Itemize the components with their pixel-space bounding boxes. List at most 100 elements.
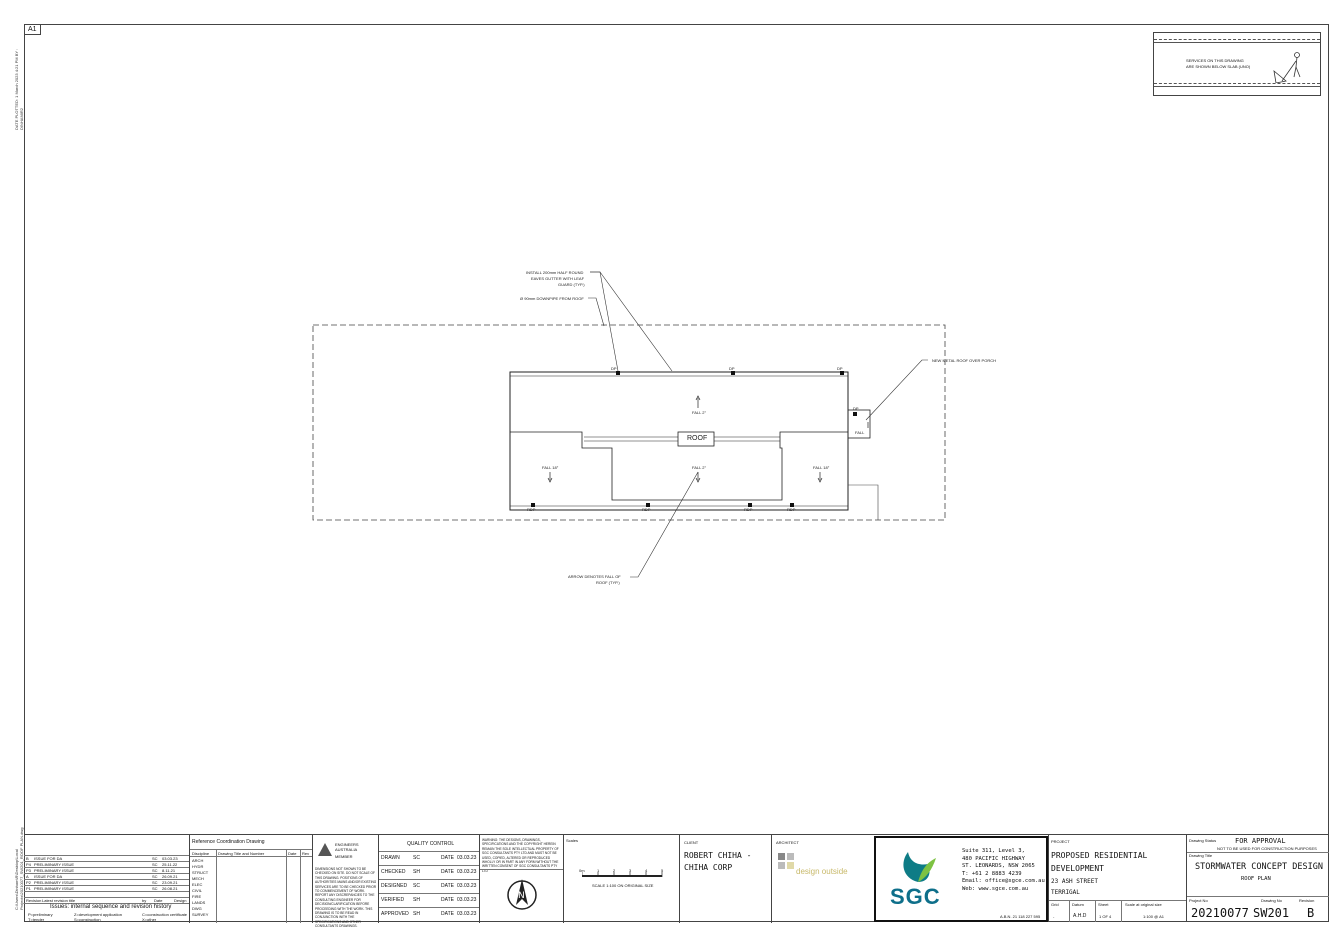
project-label: PROJECT bbox=[1051, 839, 1070, 844]
engineers-australia-logo-icon bbox=[318, 843, 332, 856]
fall-mid: FALL 2° bbox=[692, 465, 707, 470]
qc-role: CHECKED bbox=[381, 869, 406, 875]
sgc-address-line: 480 PACIFIC HIGHWAY bbox=[962, 855, 1025, 862]
rev-caption: Issues: internal sequence and revision h… bbox=[50, 904, 172, 910]
ref-discipline: ARCH bbox=[192, 858, 204, 863]
porch-roof bbox=[847, 409, 871, 439]
rdp-label: RDP bbox=[787, 507, 796, 512]
rev-date: 26.09.21 bbox=[162, 874, 178, 879]
downpipe-marker bbox=[616, 371, 620, 375]
qc-date-label: DATE bbox=[441, 883, 454, 889]
qc-date: 03.03.23 bbox=[457, 869, 477, 875]
rdp-label: RDP bbox=[744, 507, 753, 512]
qc-who: SH bbox=[413, 869, 420, 875]
ea-disclaimer: DIMENSIONS NOT SHOWN TO BE CHECKED ON SI… bbox=[315, 867, 377, 929]
qc-date-label: DATE bbox=[441, 897, 454, 903]
rev-key: X=other bbox=[142, 917, 157, 922]
rev-id: B bbox=[26, 856, 29, 861]
reference-table: Reference Coordination Drawing Disciplin… bbox=[189, 835, 312, 923]
qc-who: SH bbox=[413, 897, 420, 903]
drawing-status-block: Drawing Status FOR APPROVAL NOT TO BE US… bbox=[1186, 834, 1329, 922]
project-suburb: TERRIGAL bbox=[1051, 889, 1080, 896]
copyright-warning: WARNING: THE DESIGNS, DRAWINGS, SPECIFIC… bbox=[482, 838, 559, 873]
scale-label: Scale at original size bbox=[1125, 902, 1162, 907]
sgc-logo-text: SGC bbox=[890, 884, 941, 909]
rev-header: by bbox=[142, 898, 147, 903]
note-downpipe: Ø 90mm DOWNPIPE FROM ROOF bbox=[520, 296, 584, 301]
sheet-border bbox=[24, 24, 1329, 922]
sgc-phone: T: +61 2 8883 4239 bbox=[962, 870, 1022, 877]
sheet-label: Sheet bbox=[1098, 902, 1109, 907]
scale-tick: 0m bbox=[579, 868, 585, 873]
drawing-subtitle: ROOF PLAN bbox=[1241, 876, 1271, 882]
rev-id: P1 bbox=[26, 886, 31, 891]
ref-discipline: LANDS bbox=[192, 900, 206, 905]
ref-discipline: CIVIL bbox=[192, 888, 203, 893]
datum-label: Datum bbox=[1072, 902, 1084, 907]
ref-col: Drawing Title and Number bbox=[218, 851, 265, 856]
rev-header: Revision bbox=[26, 898, 42, 903]
drawing-no-label: Drawing No bbox=[1261, 898, 1282, 903]
datum-value: A.H.D bbox=[1073, 913, 1087, 919]
ref-col: Discipline bbox=[192, 851, 210, 856]
scales-label: Scales bbox=[566, 838, 579, 843]
downpipe-marker bbox=[840, 371, 844, 375]
rev-header: Date bbox=[154, 898, 163, 903]
rev-key: S=construction bbox=[74, 917, 101, 922]
ref-col: Date bbox=[288, 851, 297, 856]
project-title-2: DEVELOPMENT bbox=[1051, 864, 1104, 873]
scale-tick: 5 bbox=[661, 868, 664, 873]
qc-who: SC bbox=[413, 855, 420, 861]
ref-discipline: DWG bbox=[192, 906, 202, 911]
revision-table: B ISSUE FOR DA SC 03.03.23 P4 PRELIMINAR… bbox=[24, 835, 189, 923]
north-arrow-icon: N bbox=[507, 879, 537, 910]
rev-by: SC bbox=[152, 856, 158, 861]
sgc-email: Email: office@sgce.com.au bbox=[962, 878, 1045, 884]
status-sub: NOT TO BE USED FOR CONSTRUCTION PURPOSES bbox=[1217, 846, 1317, 851]
rev-id: P3 bbox=[26, 868, 31, 873]
roof-outline bbox=[509, 371, 849, 511]
project-address: 23 ASH STREET bbox=[1051, 878, 1098, 885]
rev-key: Z=development application bbox=[74, 912, 122, 917]
grid-value: - bbox=[1053, 914, 1055, 919]
rev-desc: ISSUE FOR DA bbox=[34, 856, 63, 861]
scale-tick: 3 bbox=[629, 868, 632, 873]
note-gutter-3: GUARD (TYP.) bbox=[558, 282, 585, 287]
engineers-australia: ENGINEERS AUSTRALIA MEMBER DIMENSIONS NO… bbox=[312, 835, 378, 928]
project-number: 20210077 bbox=[1191, 906, 1249, 920]
qc-date-label: DATE bbox=[441, 855, 454, 861]
rev-date: 03.03.23 bbox=[162, 856, 178, 861]
note-gutter-2: EAVES GUTTER WITH LEAF bbox=[531, 276, 585, 281]
ea-name: AUSTRALIA bbox=[335, 847, 358, 852]
note-arrow-2: ROOF (TYP.) bbox=[596, 580, 620, 585]
rdp-marker bbox=[531, 503, 535, 507]
qc-date-label: DATE bbox=[441, 869, 454, 875]
sgc-address-line: Suite 311, Level 3, bbox=[962, 848, 1025, 854]
rev-header: Design bbox=[174, 898, 187, 903]
rev-key: P=preliminary bbox=[28, 912, 53, 917]
rev-date: 26.08.21 bbox=[162, 886, 178, 891]
qc-date: 03.03.23 bbox=[457, 911, 477, 917]
fall-top: FALL 2° bbox=[692, 410, 707, 415]
revision-number: B bbox=[1307, 906, 1315, 920]
grid-label: Grid bbox=[1051, 902, 1059, 907]
qc-date: 03.03.23 bbox=[457, 883, 477, 889]
qc-date: 03.03.23 bbox=[457, 897, 477, 903]
fall-porch: FALL bbox=[855, 430, 865, 435]
qc-date-label: DATE bbox=[441, 911, 454, 917]
title-block: B ISSUE FOR DA SC 03.03.23 P4 PRELIMINAR… bbox=[24, 834, 1329, 928]
person-digging-icon bbox=[1273, 52, 1301, 83]
rev-date: 25.11.22 bbox=[162, 862, 178, 867]
sgc-leaf-icon bbox=[903, 852, 936, 882]
scale-tick: 4 bbox=[645, 868, 648, 873]
qc-role: DESIGNED bbox=[381, 883, 408, 889]
ref-discipline: ELEC bbox=[192, 882, 203, 887]
roof-plan-drawing bbox=[312, 271, 946, 578]
roof-label-box bbox=[677, 431, 715, 447]
qc-who: SC bbox=[413, 883, 420, 889]
title-label: Drawing Title bbox=[1189, 853, 1213, 858]
rev-id: P4 bbox=[26, 862, 31, 867]
dp-label: DP bbox=[853, 406, 859, 411]
rev-desc: ISSUE FOR DA bbox=[34, 874, 63, 879]
rdp-marker bbox=[748, 503, 752, 507]
